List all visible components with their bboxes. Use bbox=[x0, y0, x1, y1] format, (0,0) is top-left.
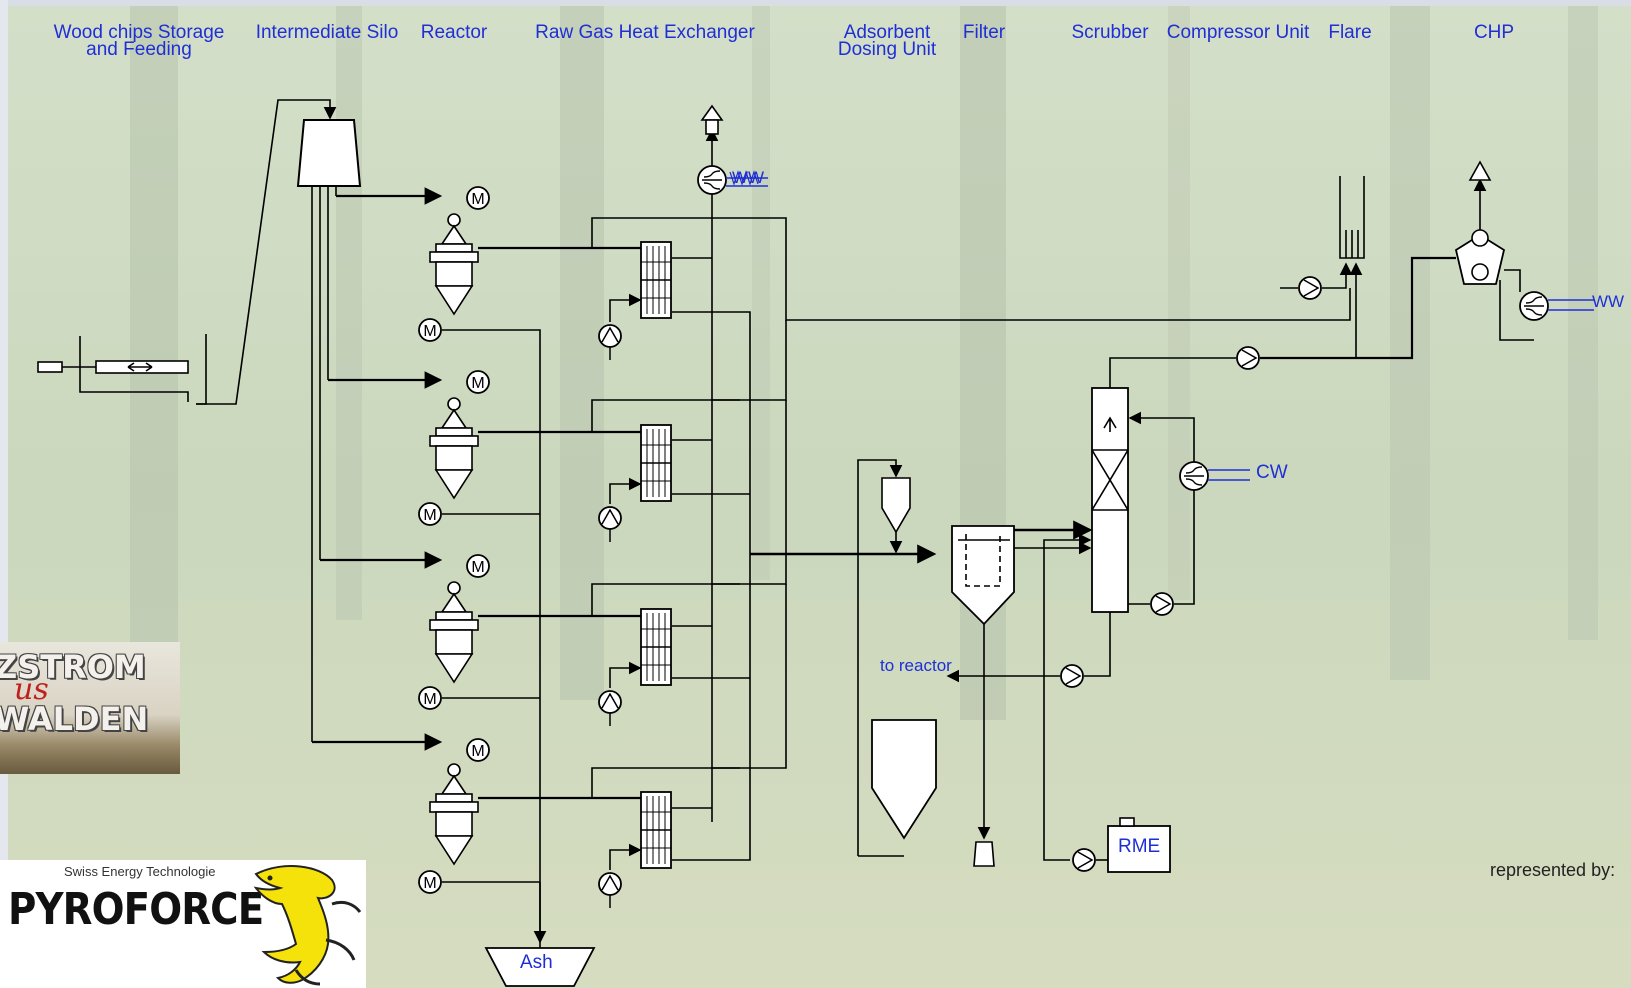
raw-gas-heat-exchangers bbox=[591, 104, 1351, 909]
rme-label: RME bbox=[1118, 836, 1161, 857]
pyroforce-tagline: Swiss Energy Technologie bbox=[64, 864, 216, 879]
to-reactor-label: to reactor bbox=[880, 656, 952, 675]
pyroforce-logo: Swiss Energy Technologie PYROFORCE bbox=[0, 860, 366, 988]
section-label-wood-chips: Wood chips Storage and Feeding bbox=[53, 22, 225, 60]
section-label-compressor: Compressor Unit bbox=[1166, 22, 1310, 43]
salamander-icon bbox=[253, 865, 362, 986]
intermediate-silo bbox=[296, 119, 443, 751]
ash-label: Ash bbox=[520, 952, 553, 973]
holzstrom-logo: ZSTROM us WALDEN bbox=[0, 642, 180, 774]
section-label-heat-exchanger: Raw Gas Heat Exchanger bbox=[535, 22, 755, 43]
ash-hopper bbox=[484, 947, 596, 987]
section-label-flare: Flare bbox=[1328, 22, 1372, 43]
ww-heat-exchanger bbox=[697, 165, 768, 195]
scrubber-column bbox=[1014, 387, 1250, 873]
compressor-line bbox=[1109, 256, 1456, 388]
section-label-filter: Filter bbox=[962, 22, 1006, 43]
section-label-intermediate-silo: Intermediate Silo bbox=[255, 22, 399, 43]
holz-logo-line2: us bbox=[14, 672, 49, 707]
represented-by-label: represented by: bbox=[1490, 860, 1616, 880]
ww-label-chp: WW bbox=[1592, 292, 1625, 311]
holz-logo-line3: WALDEN bbox=[0, 700, 149, 738]
section-label-reactor: Reactor bbox=[420, 22, 488, 43]
ww-label-top: WW bbox=[732, 168, 765, 187]
section-label-chp: CHP bbox=[1473, 22, 1515, 43]
wood-chip-feeder bbox=[37, 99, 337, 405]
cw-label: CW bbox=[1256, 462, 1288, 483]
adsorbent-dosing-unit bbox=[857, 459, 937, 857]
reactor-trains bbox=[418, 186, 650, 960]
chp-unit bbox=[1454, 160, 1594, 341]
pyroforce-wordmark: PYROFORCE bbox=[8, 884, 264, 935]
section-label-adsorbent: Adsorbent Dosing Unit bbox=[837, 22, 937, 60]
filter-vessel bbox=[946, 525, 1060, 867]
section-label-scrubber: Scrubber bbox=[1071, 22, 1149, 43]
flare-stack bbox=[1280, 176, 1365, 300]
holz-logo-line1: ZSTROM bbox=[0, 648, 146, 686]
